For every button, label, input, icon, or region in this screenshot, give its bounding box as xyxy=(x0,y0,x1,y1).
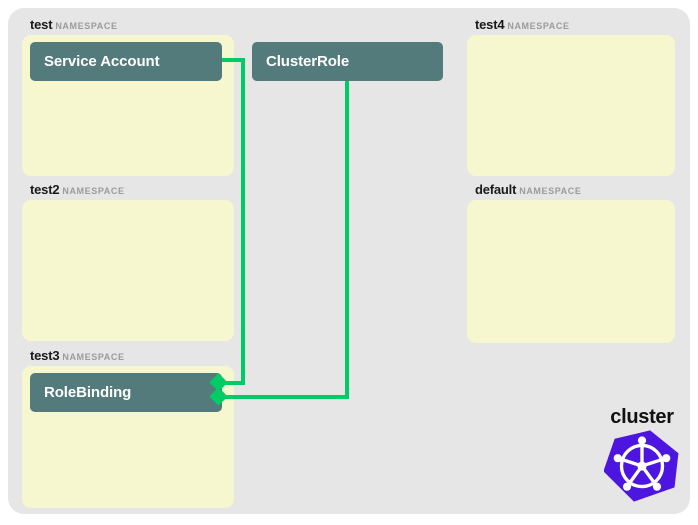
node-label: Service Account xyxy=(44,53,160,70)
namespace-kind: NAMESPACE xyxy=(507,21,570,31)
edge-serviceaccount-rolebinding-v xyxy=(241,58,245,385)
node-label: ClusterRole xyxy=(266,53,350,70)
node-service-account[interactable]: Service Account xyxy=(30,42,222,81)
namespace-name: test3 xyxy=(30,348,60,363)
namespace-kind: NAMESPACE xyxy=(55,21,118,31)
edge-clusterrole-rolebinding-h xyxy=(219,395,349,399)
cluster-legend: cluster xyxy=(596,406,688,504)
edge-serviceaccount-rolebinding-h1 xyxy=(220,58,245,62)
namespace-box-test2 xyxy=(22,200,234,341)
kubernetes-logo-icon xyxy=(604,428,680,504)
node-rolebinding[interactable]: RoleBinding xyxy=(30,373,222,412)
namespace-name: test2 xyxy=(30,182,60,197)
namespace-name: test4 xyxy=(475,17,505,32)
namespace-name: test xyxy=(30,17,53,32)
node-label: RoleBinding xyxy=(44,384,132,401)
node-clusterrole[interactable]: ClusterRole xyxy=(252,42,443,81)
cluster-legend-label: cluster xyxy=(610,406,674,428)
edge-serviceaccount-rolebinding-h2 xyxy=(219,381,245,385)
edge-clusterrole-rolebinding-v xyxy=(345,80,349,399)
namespace-name: default xyxy=(475,182,517,197)
namespace-kind: NAMESPACE xyxy=(62,352,125,362)
namespace-box-default xyxy=(467,200,675,343)
namespace-box-test4 xyxy=(467,35,675,176)
namespace-kind: NAMESPACE xyxy=(62,186,125,196)
namespace-kind: NAMESPACE xyxy=(519,186,582,196)
